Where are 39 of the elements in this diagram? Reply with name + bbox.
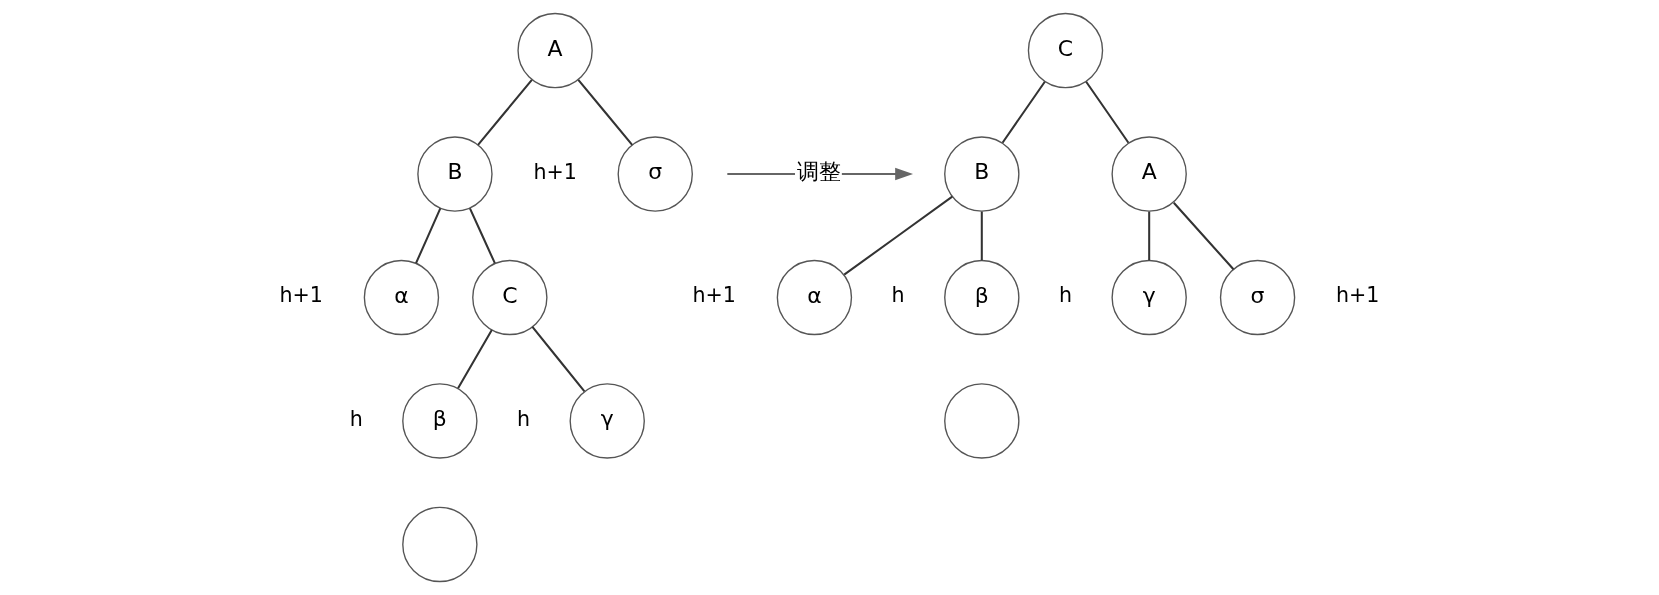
node-label: h xyxy=(891,283,905,308)
node-circle xyxy=(944,383,1020,459)
node-circle xyxy=(402,506,478,583)
node-circle: C xyxy=(472,259,548,336)
node-label: h+1 xyxy=(692,283,736,308)
connector xyxy=(415,207,442,264)
node-circle: γ xyxy=(1111,259,1187,336)
connector xyxy=(727,173,795,176)
node-label: h xyxy=(349,406,363,431)
node-circle: β xyxy=(402,383,478,459)
node-text: 调整 xyxy=(796,159,841,185)
connector xyxy=(980,211,983,261)
node-circle: A xyxy=(517,12,593,89)
connector xyxy=(1173,202,1235,270)
node-circle: α xyxy=(776,259,853,336)
arrow xyxy=(841,167,914,181)
connector xyxy=(1085,81,1130,144)
node-label: h xyxy=(1058,283,1073,308)
connector xyxy=(843,195,953,276)
node-circle: B xyxy=(417,136,493,212)
node-label: h xyxy=(517,406,531,431)
node-circle: α xyxy=(363,259,440,336)
node-label: h+1 xyxy=(279,283,323,308)
node-circle: A xyxy=(1111,136,1187,212)
node-circle: σ xyxy=(617,136,693,212)
node-circle: γ xyxy=(569,383,645,459)
node-circle: β xyxy=(944,259,1020,336)
connector xyxy=(457,329,493,389)
connector xyxy=(477,79,533,146)
node-circle: σ xyxy=(1219,259,1296,336)
connector xyxy=(531,326,586,392)
node-circle: C xyxy=(1027,12,1104,89)
node-label: h+1 xyxy=(1336,283,1380,308)
connector xyxy=(577,79,633,146)
node-label: h+1 xyxy=(533,159,577,184)
connector xyxy=(469,207,496,264)
connector xyxy=(1001,81,1046,144)
connector xyxy=(1148,211,1151,261)
node-circle: B xyxy=(944,136,1020,212)
